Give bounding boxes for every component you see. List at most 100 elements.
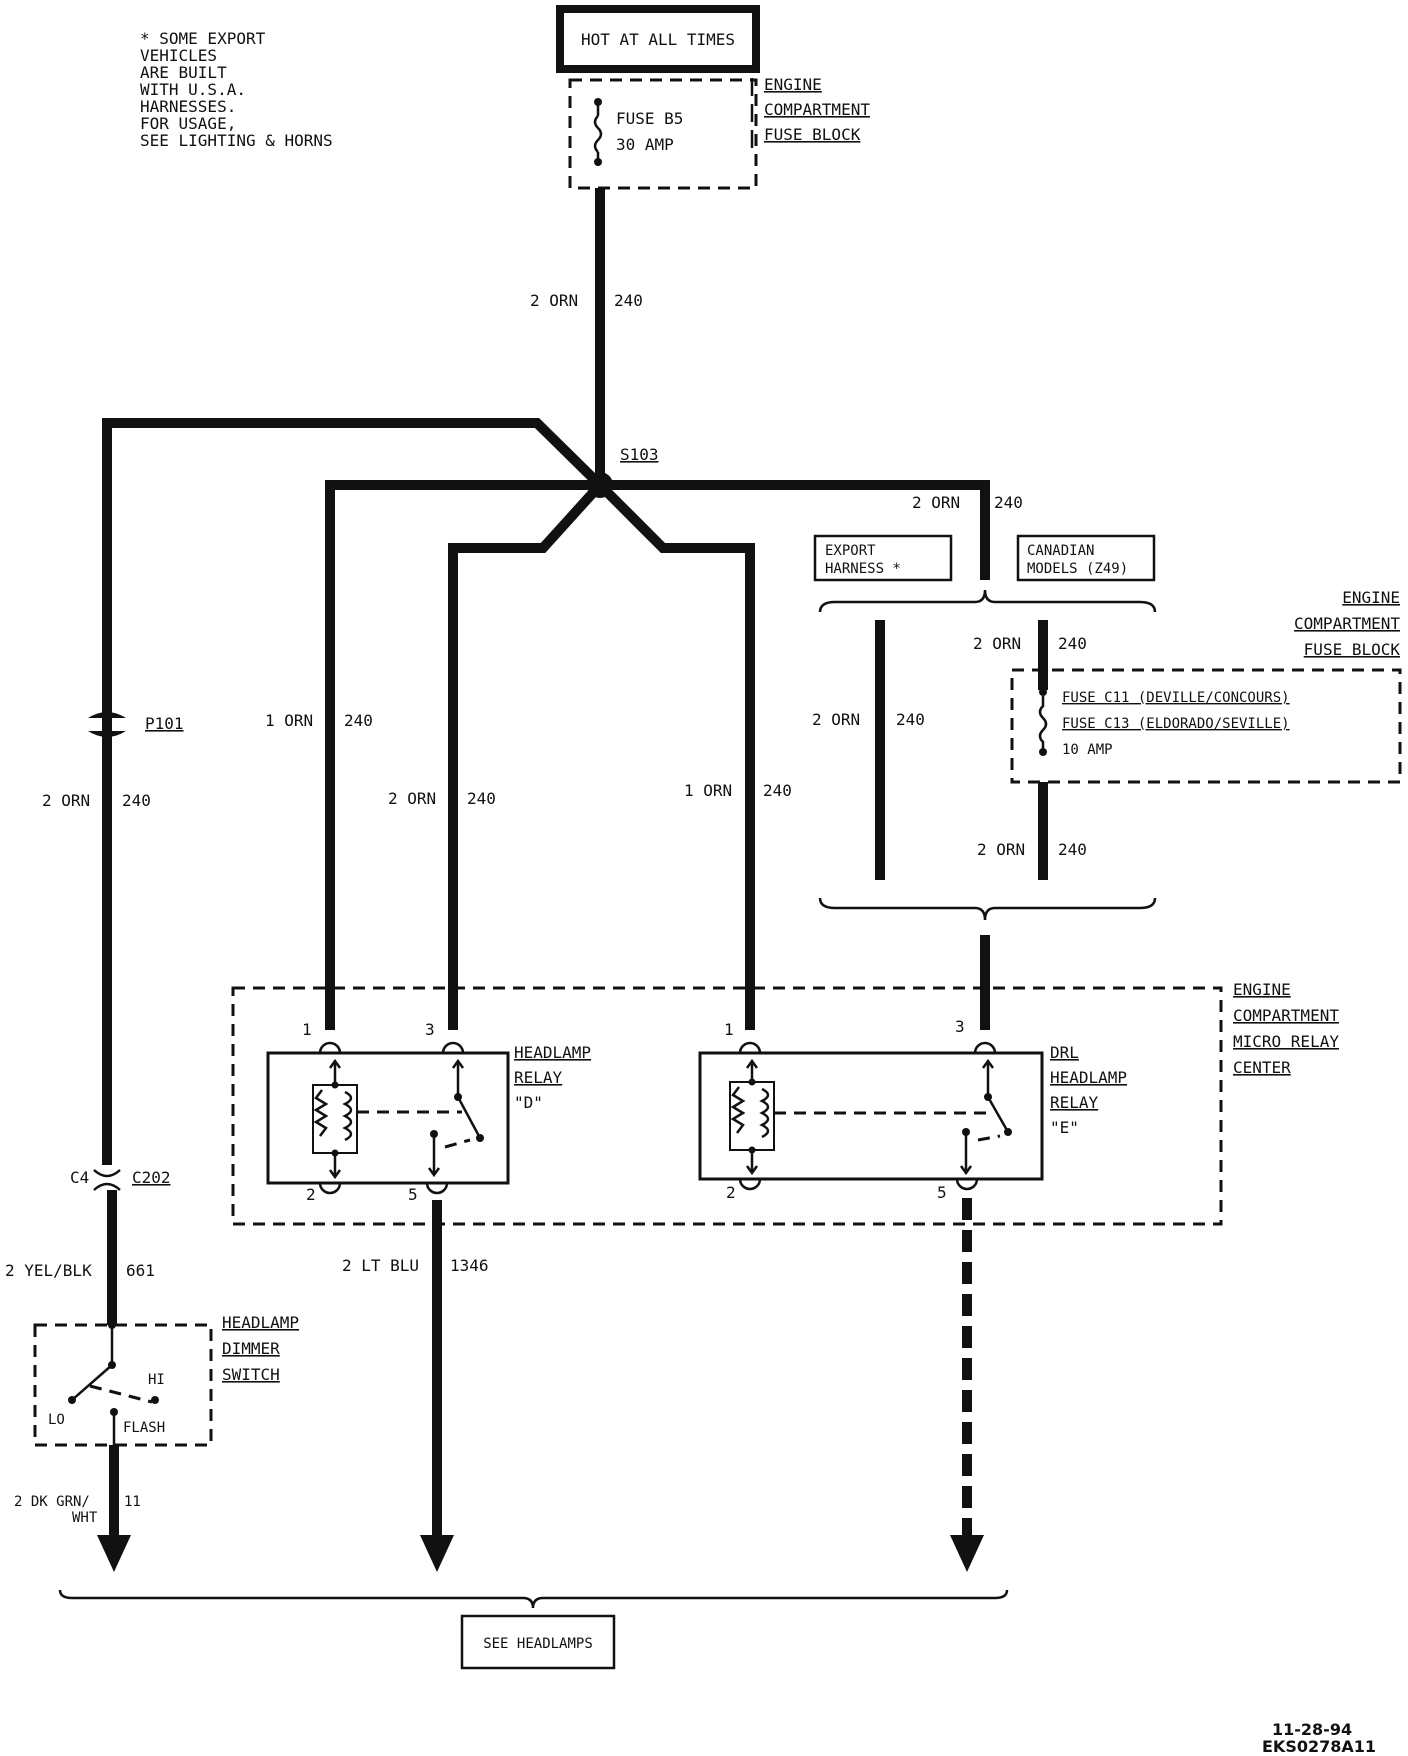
arrow-relay-e-out-icon xyxy=(950,1535,984,1572)
svg-text:5: 5 xyxy=(408,1185,418,1204)
svg-text:1: 1 xyxy=(724,1020,734,1039)
p101-label: P101 xyxy=(145,714,184,733)
svg-text:2 LT BLU: 2 LT BLU xyxy=(342,1256,419,1275)
svg-text:FUSE C13 (ELDORADO/SEVILLE): FUSE C13 (ELDORADO/SEVILLE) xyxy=(1062,716,1290,732)
svg-text:CENTER: CENTER xyxy=(1233,1058,1291,1077)
svg-text:240: 240 xyxy=(344,711,373,730)
svg-text:1346: 1346 xyxy=(450,1256,489,1275)
svg-text:FUSE BLOCK: FUSE BLOCK xyxy=(764,125,861,144)
svg-text:COMPARTMENT: COMPARTMENT xyxy=(1233,1006,1339,1025)
svg-text:2 ORN: 2 ORN xyxy=(530,291,578,310)
svg-text:2: 2 xyxy=(306,1185,316,1204)
arrow-relay-d-out-icon xyxy=(420,1535,454,1572)
svg-text:10 AMP: 10 AMP xyxy=(1062,742,1113,758)
option-brace-bottom xyxy=(818,897,1157,921)
svg-text:2 ORN: 2 ORN xyxy=(912,493,960,512)
svg-text:EXPORT: EXPORT xyxy=(825,543,876,559)
fuse-b5-label: FUSE B5 xyxy=(616,109,683,128)
wire-relay-e-1 xyxy=(596,481,755,1030)
svg-text:RELAY: RELAY xyxy=(514,1068,563,1087)
svg-text:2: 2 xyxy=(726,1183,736,1202)
note-line-5: HARNESSES. xyxy=(140,97,236,116)
svg-text:HEADLAMP: HEADLAMP xyxy=(514,1043,591,1062)
svg-text:2 ORN: 2 ORN xyxy=(973,634,1021,653)
svg-text:240: 240 xyxy=(122,791,151,810)
svg-text:WHT: WHT xyxy=(72,1510,98,1526)
see-headlamps-box xyxy=(460,1614,616,1670)
note-line-2: VEHICLES xyxy=(140,46,217,65)
note-line-3: ARE BUILT xyxy=(140,63,227,82)
svg-text:LO: LO xyxy=(48,1412,65,1428)
svg-text:SWITCH: SWITCH xyxy=(222,1365,280,1384)
svg-text:COMPARTMENT: COMPARTMENT xyxy=(764,100,870,119)
note-line-6: FOR USAGE, xyxy=(140,114,236,133)
fuse-c11-icon xyxy=(1038,696,1048,750)
svg-text:2 ORN: 2 ORN xyxy=(977,840,1025,859)
export-note: * SOME EXPORT VEHICLES ARE BUILT WITH U.… xyxy=(140,29,333,150)
svg-text:3: 3 xyxy=(425,1020,435,1039)
fuse-block-top-dashed xyxy=(568,78,758,190)
svg-text:3: 3 xyxy=(955,1017,965,1036)
svg-text:FLASH: FLASH xyxy=(123,1420,165,1436)
svg-text:240: 240 xyxy=(1058,634,1087,653)
relay-d-label: HEADLAMP RELAY "D" xyxy=(514,1043,591,1112)
splice-s103-label: S103 xyxy=(620,445,659,464)
p101-connector-icon xyxy=(88,712,126,718)
arrow-dimmer-out-icon xyxy=(97,1535,131,1572)
svg-text:240: 240 xyxy=(994,493,1023,512)
hot-at-all-times-label: HOT AT ALL TIMES xyxy=(581,30,735,49)
headlamp-relay-d xyxy=(266,1041,510,1195)
svg-text:HEADLAMP: HEADLAMP xyxy=(222,1313,299,1332)
svg-text:"E": "E" xyxy=(1050,1118,1079,1137)
svg-text:240: 240 xyxy=(467,789,496,808)
svg-text:2 YEL/BLK: 2 YEL/BLK xyxy=(5,1261,92,1280)
svg-text:FUSE BLOCK: FUSE BLOCK xyxy=(1304,640,1401,659)
svg-text:2 ORN: 2 ORN xyxy=(812,710,860,729)
svg-text:MICRO RELAY: MICRO RELAY xyxy=(1233,1032,1339,1051)
svg-text:1 ORN: 1 ORN xyxy=(265,711,313,730)
fuse-block-top-label: ENGINE COMPARTMENT FUSE BLOCK xyxy=(750,75,870,148)
svg-text:1: 1 xyxy=(302,1020,312,1039)
svg-text:HEADLAMP: HEADLAMP xyxy=(1050,1068,1127,1087)
footer-code: EKS0278A11 xyxy=(1262,1737,1376,1756)
svg-text:2 ORN: 2 ORN xyxy=(388,789,436,808)
fuse-block-right-label: ENGINE COMPARTMENT FUSE BLOCK xyxy=(1294,588,1400,659)
svg-text:MODELS (Z49): MODELS (Z49) xyxy=(1027,561,1128,577)
svg-text:1 ORN: 1 ORN xyxy=(684,781,732,800)
svg-text:ENGINE: ENGINE xyxy=(1342,588,1400,607)
svg-text:ENGINE: ENGINE xyxy=(764,75,822,94)
svg-text:RELAY: RELAY xyxy=(1050,1093,1099,1112)
drl-headlamp-relay-e xyxy=(698,1041,1044,1191)
note-line-7: SEE LIGHTING & HORNS xyxy=(140,131,333,150)
svg-text:"D": "D" xyxy=(514,1093,543,1112)
c202-label: C202 xyxy=(132,1168,171,1187)
micro-relay-center-label: ENGINE COMPARTMENT MICRO RELAY CENTER xyxy=(1233,980,1339,1077)
svg-text:240: 240 xyxy=(896,710,925,729)
svg-text:240: 240 xyxy=(763,781,792,800)
fuse-b5-icon xyxy=(593,115,603,153)
svg-text:DRL: DRL xyxy=(1050,1043,1079,1062)
export-harness-box xyxy=(813,534,953,582)
svg-text:HI: HI xyxy=(148,1372,165,1388)
svg-text:ENGINE: ENGINE xyxy=(1233,980,1291,999)
relay-e-label: DRL HEADLAMP RELAY "E" xyxy=(1050,1043,1127,1137)
wire-right xyxy=(600,480,990,580)
svg-text:COMPARTMENT: COMPARTMENT xyxy=(1294,614,1400,633)
option-brace-top xyxy=(818,589,1157,613)
svg-text:240: 240 xyxy=(614,291,643,310)
svg-text:CANADIAN: CANADIAN xyxy=(1027,543,1094,559)
svg-text:240: 240 xyxy=(1058,840,1087,859)
svg-text:661: 661 xyxy=(126,1261,155,1280)
svg-text:HARNESS *: HARNESS * xyxy=(825,561,901,577)
svg-text:2 DK GRN/: 2 DK GRN/ xyxy=(14,1494,90,1510)
wire-left xyxy=(102,418,604,1165)
see-headlamps-label: SEE HEADLAMPS xyxy=(483,1636,593,1652)
headlamps-brace xyxy=(58,1589,1009,1609)
micro-relay-center-dashed xyxy=(231,986,1223,1226)
fuse-block-right-dashed xyxy=(1010,668,1402,784)
dimmer-switch-dashed xyxy=(33,1323,213,1447)
canadian-models-box xyxy=(1016,534,1156,582)
hot-at-all-times-box xyxy=(556,5,760,73)
